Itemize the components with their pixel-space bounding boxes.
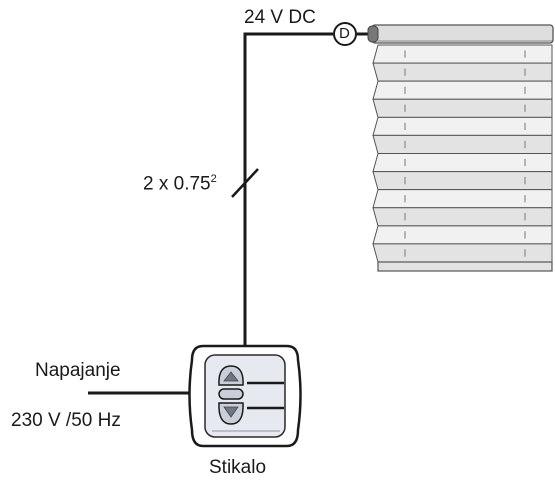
- blind-headrail: [371, 24, 554, 44]
- switch-plate: [204, 354, 286, 438]
- cable-size-exponent: 2: [210, 173, 217, 185]
- down-button[interactable]: [218, 402, 244, 425]
- supply-label: Napajanje: [35, 360, 121, 381]
- blind-bottom-rail: [377, 261, 553, 272]
- blind-headrail-cap: [367, 25, 379, 43]
- up-button[interactable]: [218, 365, 244, 386]
- blind-pleats: [372, 44, 553, 263]
- switch-label: Stikalo: [209, 457, 267, 478]
- stop-button[interactable]: [218, 388, 244, 400]
- down-arrow-icon: [223, 406, 239, 418]
- dc-voltage-label: 24 V DC: [244, 7, 316, 28]
- motor-symbol-label: D: [339, 25, 350, 42]
- cable-size-label: 2 x 0.752: [143, 173, 217, 195]
- cable-size-value: 2 x 0.75: [143, 173, 211, 195]
- pleated-blind: [367, 24, 554, 272]
- wall-switch: [188, 344, 302, 448]
- motor-symbol: [333, 22, 357, 46]
- cable-slash: [231, 168, 259, 198]
- supply-voltage-label: 230 V /50 Hz: [11, 410, 121, 431]
- up-arrow-icon: [223, 371, 239, 382]
- dc-wire: [243, 32, 333, 274]
